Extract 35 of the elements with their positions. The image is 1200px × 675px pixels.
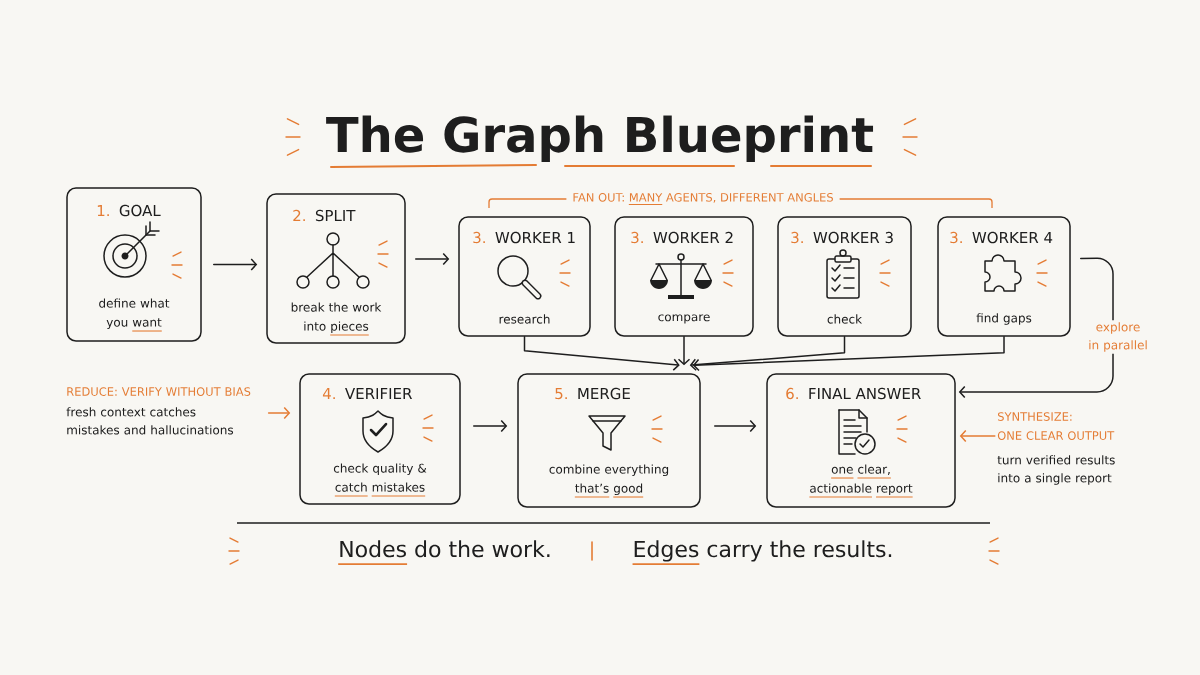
edge-label: explore in parallel [1081, 320, 1155, 354]
step-description: research [499, 314, 550, 324]
step-title: FINAL ANSWER [809, 387, 921, 400]
step-title: MERGE [578, 387, 630, 400]
step-number: 5. [555, 388, 567, 400]
step-description: compare [658, 314, 710, 324]
step-number: 3. [950, 231, 962, 244]
step-title: SPLIT [315, 209, 356, 222]
annotation-heading: REDUCE: VERIFY WITHOUT BIAS [67, 387, 251, 396]
step-number: 3. [631, 231, 643, 244]
annotation-text: turn verified results into a single report [997, 455, 1115, 485]
step-number: 6. [786, 387, 798, 400]
step-description: find gaps [976, 313, 1032, 325]
step-number: 4. [322, 388, 335, 399]
step-title: GOAL [119, 204, 161, 217]
step-number: 3. [473, 231, 485, 244]
step-description: define what you want [99, 298, 170, 332]
statement-text: Nodes do the work. [337, 540, 550, 565]
step-description: combine everything that’s good [549, 464, 669, 498]
step-number: 2. [293, 209, 305, 221]
step-number: 3. [791, 231, 803, 244]
step-title: WORKER 3 [813, 231, 893, 244]
statement-text: Edges carry the results. [631, 540, 892, 565]
step-title: WORKER 1 [495, 231, 575, 244]
step-description: check quality & catch mistakes [333, 463, 427, 497]
annotation-text: fresh context catches mistakes and hallucinations [66, 407, 234, 435]
annotation-heading: SYNTHESIZE: ONE CLEAR OUTPUT [997, 412, 1115, 440]
step-title: VERIFIER [345, 388, 413, 399]
step-description: check [827, 314, 863, 324]
title: The Graph Blueprint [326, 115, 874, 162]
step-number: 1. [97, 205, 109, 216]
step-description: one clear, actionable report [808, 464, 914, 498]
step-description: break the work into pieces [291, 302, 382, 336]
step-title: WORKER 2 [653, 231, 733, 244]
step-title: WORKER 4 [972, 231, 1053, 244]
